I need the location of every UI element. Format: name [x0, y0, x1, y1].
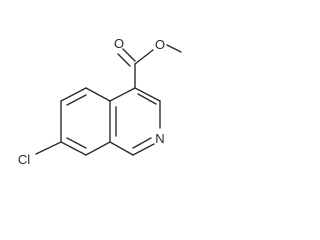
chlorine-label: Cl — [18, 152, 30, 167]
structure-canvas: O O N Cl — [0, 0, 196, 192]
ring-nitrogen-label: N — [155, 131, 164, 146]
carbonyl-double-bond-b — [117, 53, 131, 67]
ring-double-bond-c7-c8 — [66, 137, 87, 149]
ester-methyl-bond — [166, 44, 182, 53]
ring-bond-n-c1 — [132, 143, 155, 156]
carbonyl-double-bond-a — [122, 48, 136, 62]
ring-double-bond-c4-c3 — [137, 93, 157, 105]
molecule-diagram: O O N Cl — [18, 36, 182, 167]
ring-bond-c4a-c5 — [85, 87, 111, 102]
ring-bond-c7-c8 — [60, 141, 87, 156]
ring-bond-c4-c3 — [134, 87, 161, 102]
carbonyl-ester-bond — [134, 49, 154, 65]
ring-double-bond-n-c1 — [132, 137, 152, 149]
ring-double-bond-c5-c6 — [66, 94, 87, 106]
ring-bond-c1-c8a — [109, 141, 134, 156]
ring-bond-c5-c6 — [60, 87, 87, 102]
ring-bond-c4a-c4 — [109, 87, 136, 102]
ring-bond-c8-c8a — [85, 141, 111, 156]
ester-oxygen-label: O — [155, 37, 165, 52]
chloro-bond — [35, 141, 62, 155]
carbonyl-oxygen-label: O — [114, 36, 124, 51]
